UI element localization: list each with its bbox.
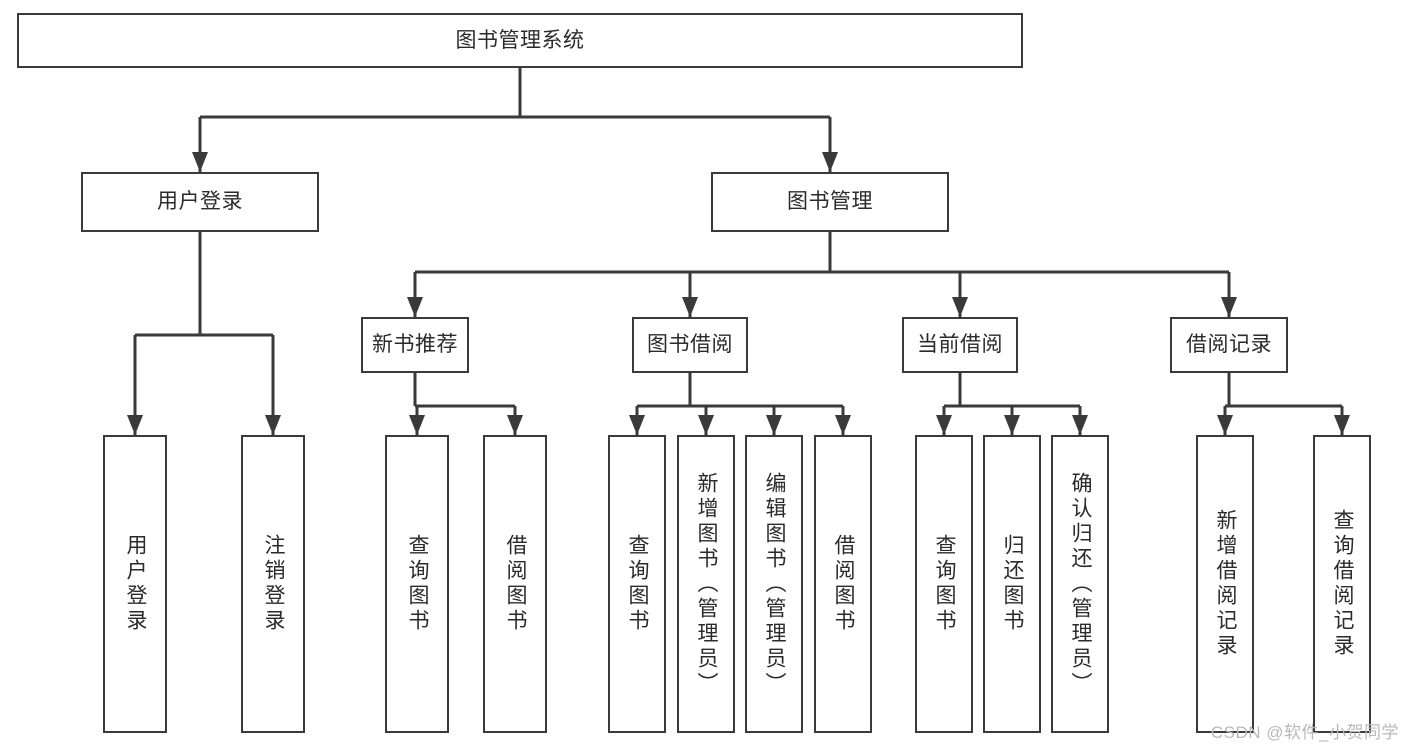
arrow-head xyxy=(698,415,714,435)
node-new-book-recommend[interactable]: 新书推荐 xyxy=(361,317,469,373)
node-book-management[interactable]: 图书管理 xyxy=(711,172,949,232)
leaf-leaf-borrow-book[interactable]: 借阅图书 xyxy=(814,435,872,733)
csdn-watermark: CSDN @软件_小贺同学 xyxy=(1210,723,1399,742)
node-label: 新书推荐 xyxy=(372,333,458,357)
leaf-leaf-edit-book-admin[interactable]: 编辑图书（管理员） xyxy=(745,435,803,733)
node-label: 新增图书（管理员） xyxy=(695,471,719,697)
node-label: 查询图书 xyxy=(406,534,430,634)
arrow-head xyxy=(936,415,952,435)
node-book-borrow[interactable]: 图书借阅 xyxy=(632,317,748,373)
leaf-leaf-add-book-admin[interactable]: 新增图书（管理员） xyxy=(677,435,735,733)
arrow-head xyxy=(127,415,143,435)
node-label: 用户登录 xyxy=(157,190,243,214)
leaf-leaf-confirm-return-admin[interactable]: 确认归还（管理员） xyxy=(1051,435,1109,733)
leaf-leaf-query-borrow-record[interactable]: 查询借阅记录 xyxy=(1313,435,1371,733)
arrow-head xyxy=(1004,415,1020,435)
node-label: 归还图书 xyxy=(1001,534,1025,634)
arrow-head xyxy=(407,297,423,317)
node-label: 当前借阅 xyxy=(917,333,1003,357)
leaf-leaf-user-login[interactable]: 用户登录 xyxy=(103,435,167,733)
node-label: 查询借阅记录 xyxy=(1331,509,1355,659)
node-label: 查询图书 xyxy=(626,534,650,634)
node-label: 用户登录 xyxy=(124,534,148,634)
arrow-head xyxy=(192,152,208,172)
arrow-head xyxy=(682,297,698,317)
arrow-head xyxy=(1334,415,1350,435)
node-user-login[interactable]: 用户登录 xyxy=(81,172,319,232)
node-label: 编辑图书（管理员） xyxy=(763,471,787,697)
node-label: 新增借阅记录 xyxy=(1214,509,1238,659)
leaf-leaf-query-book-current[interactable]: 查询图书 xyxy=(915,435,973,733)
leaf-leaf-query-book-recommend[interactable]: 查询图书 xyxy=(385,435,449,733)
node-borrow-record[interactable]: 借阅记录 xyxy=(1170,317,1288,373)
arrow-head xyxy=(1221,297,1237,317)
arrow-head xyxy=(409,415,425,435)
arrow-head xyxy=(1072,415,1088,435)
node-label: 图书借阅 xyxy=(647,333,733,357)
leaf-leaf-add-borrow-record[interactable]: 新增借阅记录 xyxy=(1196,435,1254,733)
arrow-head xyxy=(265,415,281,435)
arrow-head xyxy=(1217,415,1233,435)
node-label: 图书管理 xyxy=(787,190,873,214)
leaf-leaf-borrow-book-recommend[interactable]: 借阅图书 xyxy=(483,435,547,733)
node-label: 借阅记录 xyxy=(1186,333,1272,357)
leaf-leaf-return-book[interactable]: 归还图书 xyxy=(983,435,1041,733)
arrow-head xyxy=(629,415,645,435)
leaf-leaf-user-logout[interactable]: 注销登录 xyxy=(241,435,305,733)
arrow-head xyxy=(507,415,523,435)
node-label: 借阅图书 xyxy=(832,534,856,634)
node-label: 查询图书 xyxy=(933,534,957,634)
node-current-borrow[interactable]: 当前借阅 xyxy=(902,317,1018,373)
node-label: 注销登录 xyxy=(262,534,286,634)
node-label: 确认归还（管理员） xyxy=(1069,471,1093,697)
node-label: 借阅图书 xyxy=(504,534,528,634)
arrow-head xyxy=(952,297,968,317)
node-root[interactable]: 图书管理系统 xyxy=(17,13,1023,68)
arrow-head xyxy=(835,415,851,435)
node-label: 图书管理系统 xyxy=(455,28,585,52)
arrow-head xyxy=(822,152,838,172)
leaf-leaf-query-book-borrow[interactable]: 查询图书 xyxy=(608,435,666,733)
arrow-head xyxy=(766,415,782,435)
